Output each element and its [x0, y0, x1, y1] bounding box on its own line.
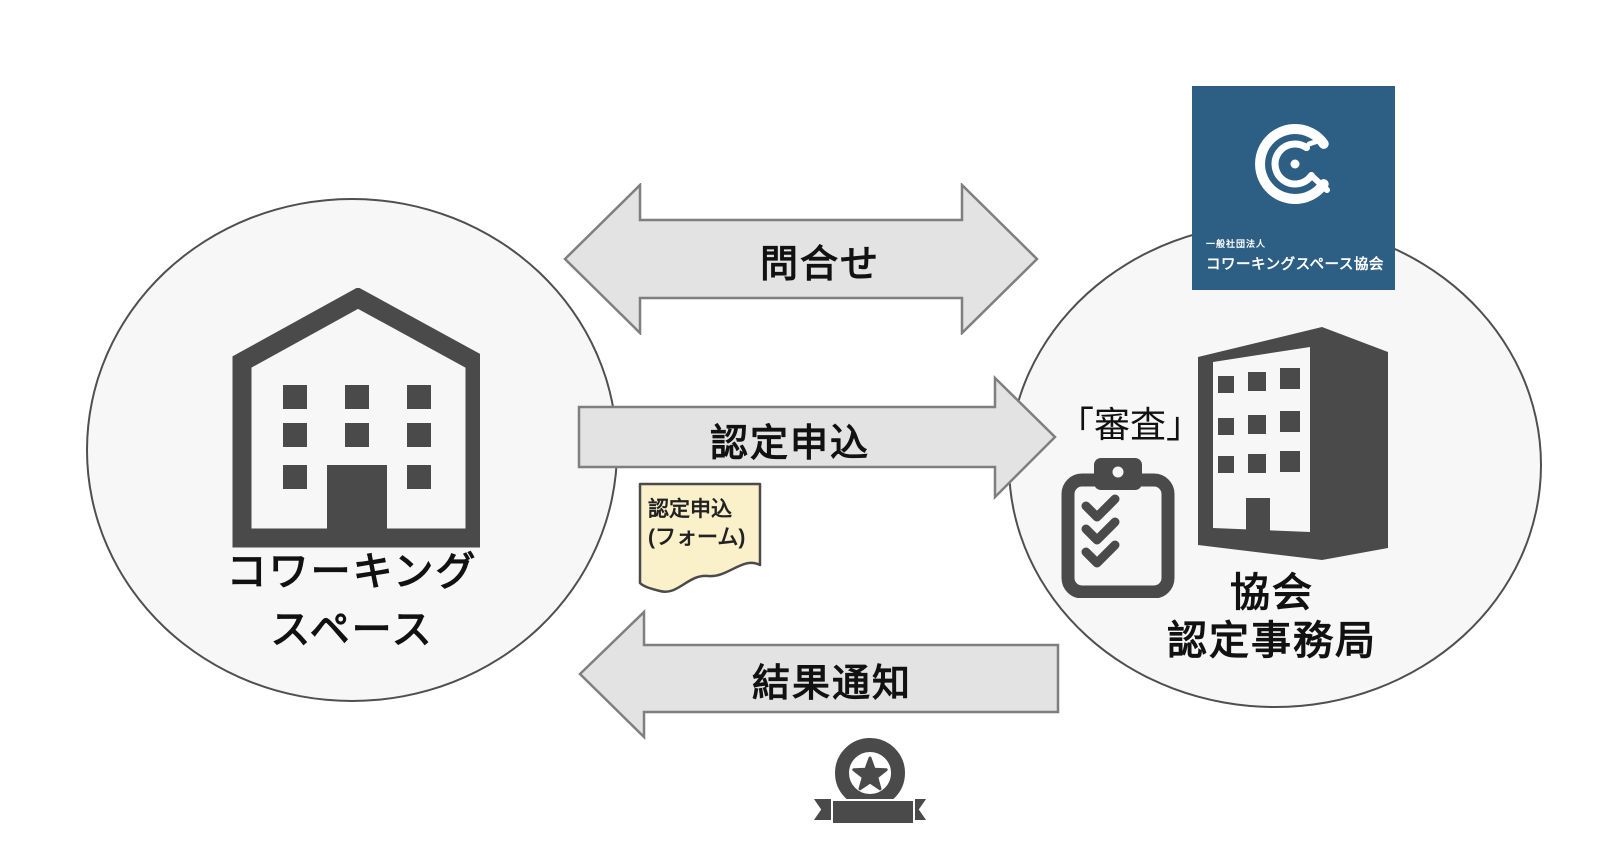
application-arrow — [577, 375, 1057, 500]
form-note-paper — [638, 482, 762, 593]
form-note-line2: (フォーム) — [648, 526, 746, 549]
association-logo-org-name: コワーキングスペース協会 — [1206, 257, 1384, 273]
left-entity-label-line1: コワーキング — [226, 550, 478, 594]
association-logo: 一般社団法人 コワーキングスペース協会 — [1192, 86, 1395, 290]
inquiry-arrow — [563, 183, 1039, 335]
right-entity-label-line1: 協会 — [1230, 571, 1314, 615]
clipboard-checklist-icon — [1061, 458, 1175, 598]
review-label: 「審査」 — [1057, 404, 1202, 445]
result-arrow — [578, 609, 1060, 740]
right-entity-label-line2: 認定事務局 — [1167, 619, 1377, 663]
association-logo-icon — [1255, 124, 1330, 204]
right-entity-label: 協会 認定事務局 — [1062, 569, 1482, 665]
result-arrow-label: 結果通知 — [751, 663, 912, 705]
left-entity-label: コワーキング スペース — [152, 543, 552, 659]
form-note-text: 認定申込 (フォーム) — [648, 496, 745, 552]
left-entity-label-line2: スペース — [270, 608, 434, 652]
application-arrow-label: 認定申込 — [709, 423, 870, 465]
association-logo-text: 一般社団法人 コワーキングスペース協会 — [1206, 237, 1389, 274]
inquiry-arrow-label: 問合せ — [759, 244, 880, 286]
office-building-icon — [1198, 327, 1388, 560]
form-note-line1: 認定申込 — [648, 498, 732, 521]
house-building-icon — [232, 288, 480, 548]
award-ribbon-icon — [810, 738, 930, 825]
association-logo-org-type: 一般社団法人 — [1206, 239, 1267, 249]
left-entity-circle — [86, 198, 618, 702]
